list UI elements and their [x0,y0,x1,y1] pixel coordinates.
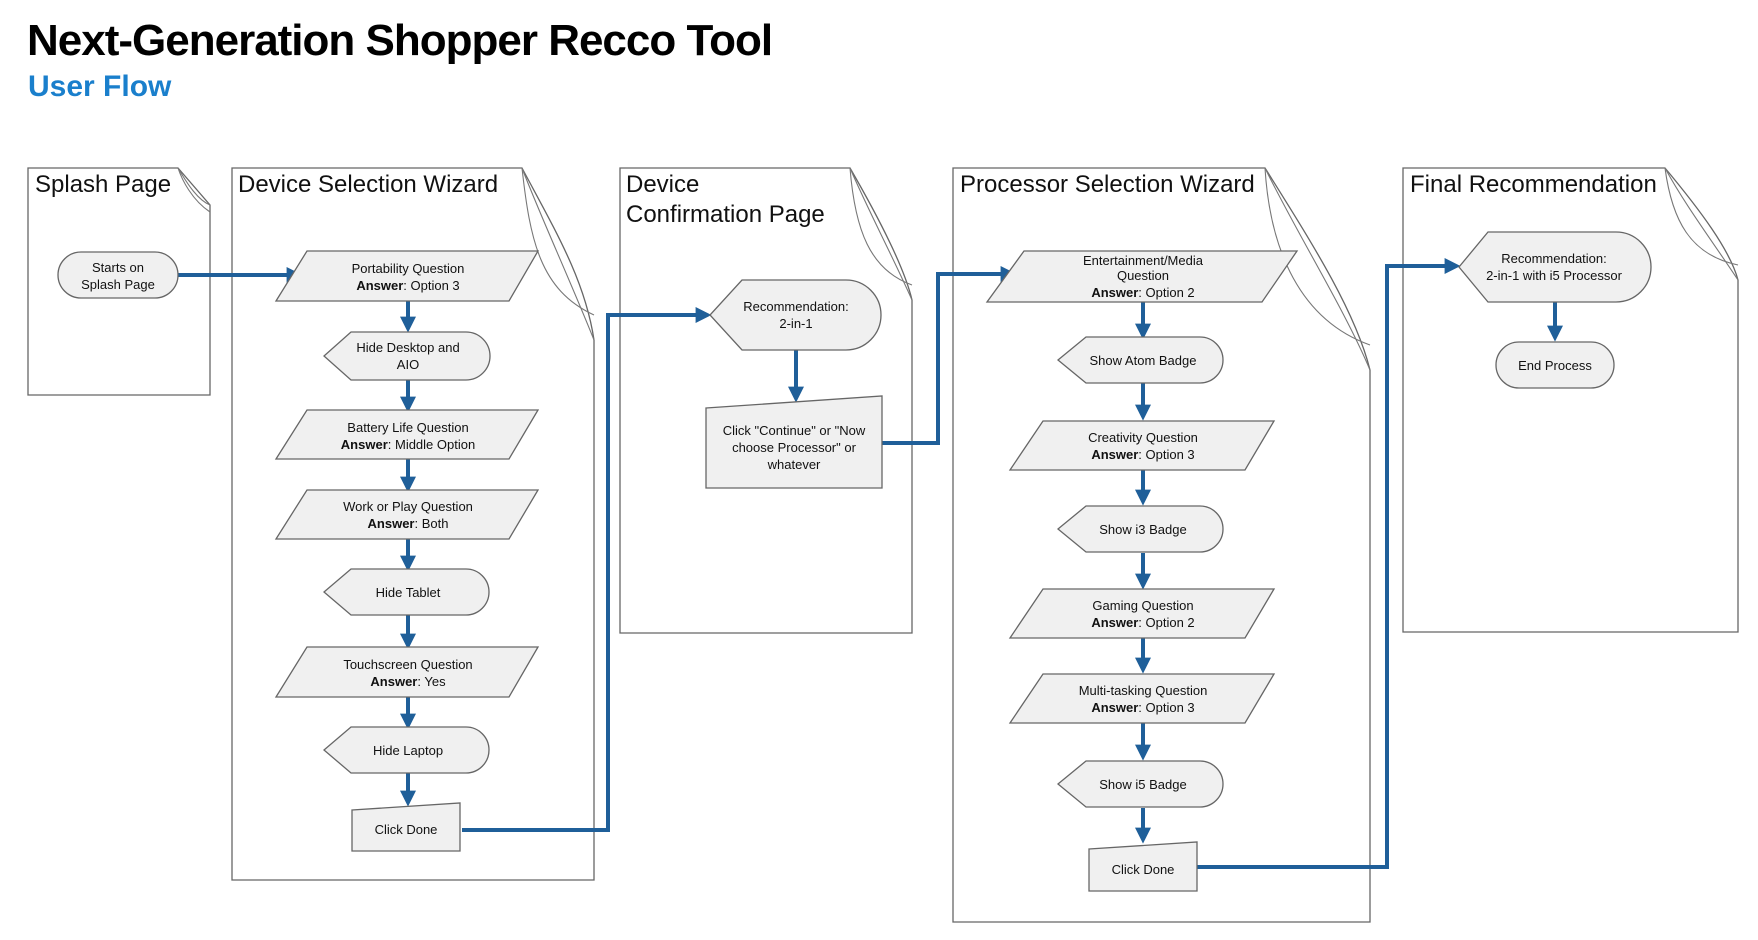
device-confirm-title-line1: Device [626,171,699,198]
click-continue-line1: Click "Continue" or "Now [723,423,866,438]
show-i3-label: Show i3 Badge [1099,522,1186,537]
start-node[interactable]: Starts on Splash Page [57,251,179,299]
touchscreen-answer: Answer: Yes [370,674,446,689]
battery-answer: Answer: Middle Option [341,437,475,452]
recommendation-device-line1: Recommendation: [743,299,849,314]
hide-laptop-label: Hide Laptop [373,743,443,758]
creativity-answer: Answer: Option 3 [1091,447,1194,462]
multitasking-answer: Answer: Option 3 [1091,700,1194,715]
entertainment-question-node[interactable]: Entertainment/Media Question Answer: Opt… [985,250,1299,303]
click-done-node-processor[interactable]: Click Done [1088,841,1198,892]
show-i3-badge-node[interactable]: Show i3 Badge [1056,505,1224,553]
battery-question-text: Battery Life Question [347,420,468,435]
arrow-continue-to-entertainment [882,266,1017,445]
show-atom-badge-node[interactable]: Show Atom Badge [1056,336,1224,384]
recommendation-final-line2: 2-in-1 with i5 Processor [1486,268,1622,283]
end-process-node[interactable]: End Process [1495,341,1615,389]
gaming-question-node[interactable]: Gaming Question Answer: Option 2 [1008,588,1276,639]
work-play-question-node[interactable]: Work or Play Question Answer: Both [274,489,540,540]
show-i5-badge-node[interactable]: Show i5 Badge [1056,760,1224,808]
work-play-answer: Answer: Both [368,516,449,531]
device-wizard-title: Device Selection Wizard [238,171,498,198]
creativity-question-text: Creativity Question [1088,430,1198,445]
splash-page-title: Splash Page [35,171,171,198]
recommendation-final-line1: Recommendation: [1501,251,1607,266]
creativity-question-node[interactable]: Creativity Question Answer: Option 3 [1008,420,1276,471]
page-title: Next-Generation Shopper Recco Tool [27,16,773,65]
final-recommendation-title: Final Recommendation [1410,171,1657,198]
start-node-line2: Splash Page [81,277,155,292]
page-subtitle: User Flow [28,70,172,103]
click-done-node-device[interactable]: Click Done [351,802,461,852]
work-play-question-text: Work or Play Question [343,499,473,514]
click-continue-line3: whatever [767,457,821,472]
recommendation-node-final[interactable]: Recommendation: 2-in-1 with i5 Processor [1458,231,1652,303]
portability-answer: Answer: Option 3 [356,278,459,293]
flow-connectors [178,258,1563,869]
click-done-label-device: Click Done [375,822,438,837]
multitasking-question-text: Multi-tasking Question [1079,683,1208,698]
portability-question-text: Portability Question [352,261,465,276]
device-confirm-title-line2: Confirmation Page [626,201,825,228]
show-i5-label: Show i5 Badge [1099,777,1186,792]
hide-tablet-label: Hide Tablet [376,585,441,600]
recommendation-node-device[interactable]: Recommendation: 2-in-1 [709,279,882,351]
hide-tablet-node[interactable]: Hide Tablet [322,568,490,616]
touchscreen-question-text: Touchscreen Question [343,657,472,672]
processor-wizard-title: Processor Selection Wizard [960,171,1255,198]
click-continue-node[interactable]: Click "Continue" or "Now choose Processo… [705,395,883,489]
start-node-line1: Starts on [92,260,144,275]
recommendation-device-line2: 2-in-1 [779,316,812,331]
entertainment-line1: Entertainment/Media [1083,253,1204,268]
gaming-question-text: Gaming Question [1092,598,1193,613]
hide-desktop-line2: AIO [397,357,419,372]
arrow-click-done-to-final-recommendation [1197,258,1461,869]
entertainment-line2: Question [1117,268,1169,283]
show-atom-label: Show Atom Badge [1090,353,1197,368]
hide-laptop-node[interactable]: Hide Laptop [322,726,490,774]
click-continue-line2: choose Processor" or [732,440,857,455]
portability-question-node[interactable]: Portability Question Answer: Option 3 [274,250,540,302]
entertainment-answer: Answer: Option 2 [1091,285,1194,300]
hide-desktop-line1: Hide Desktop and [356,340,459,355]
end-process-label: End Process [1518,358,1592,373]
hide-desktop-node[interactable]: Hide Desktop and AIO [323,331,491,381]
arrow-click-done-to-recommendation [462,307,712,832]
click-done-label-processor: Click Done [1112,862,1175,877]
touchscreen-question-node[interactable]: Touchscreen Question Answer: Yes [274,646,540,698]
battery-question-node[interactable]: Battery Life Question Answer: Middle Opt… [274,409,540,460]
multitasking-question-node[interactable]: Multi-tasking Question Answer: Option 3 [1008,673,1276,724]
gaming-answer: Answer: Option 2 [1091,615,1194,630]
